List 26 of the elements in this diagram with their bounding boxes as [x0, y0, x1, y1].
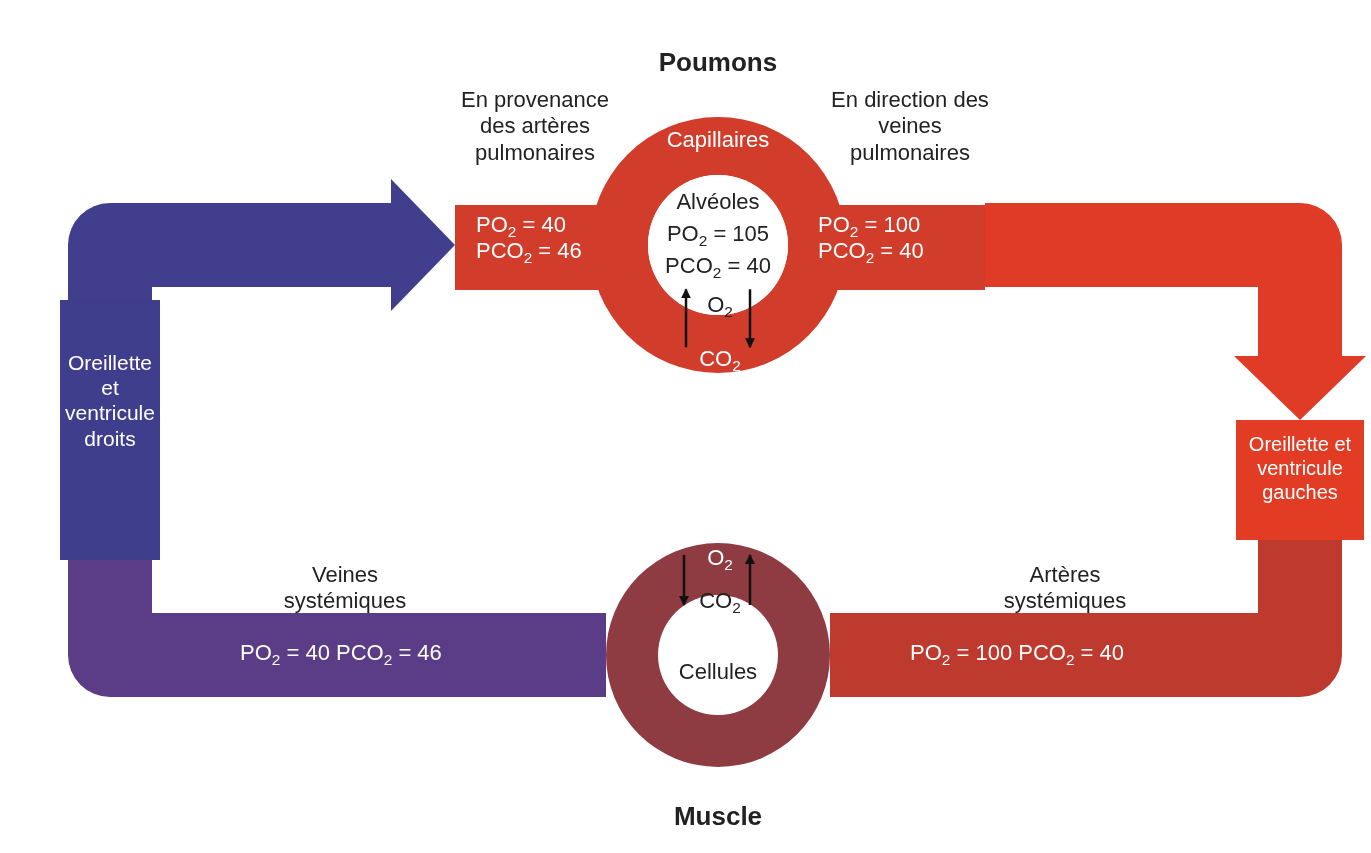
gas-label: CO$_{2}$ — [698, 588, 742, 615]
region-label: Alvéoles — [675, 189, 761, 216]
organ-title: Poumons — [657, 47, 779, 79]
gas-label: O$_{2}$ — [706, 545, 734, 572]
node-label: Oreillette et ventricule droits — [64, 350, 156, 451]
vessel-label: Veines systémiques — [282, 562, 408, 615]
heart-chamber-box — [1236, 420, 1364, 540]
gas-pressure-text: PO$_{2}$ = 105 — [665, 221, 771, 248]
node-label: Cellules — [677, 659, 759, 686]
vessel-label: En provenance des artères pulmonaires — [460, 87, 610, 167]
edge-label: PO$_{2}$ = 100 PCO$_{2}$ = 40 — [818, 212, 925, 265]
edge-label: PO$_{2}$ = 100 PCO$_{2}$ = 40 — [910, 640, 1126, 667]
node-label: Capillaires — [665, 127, 771, 154]
gas-pressure-text: PCO$_{2}$ = 40 — [664, 253, 772, 280]
gas-exchange-arrow — [681, 288, 691, 348]
blood-flow-arrow — [985, 203, 1366, 420]
heart-chamber-box — [60, 300, 160, 560]
organ-title: Muscle — [672, 801, 764, 833]
vessel-label: En direction des veines pulmonaires — [830, 87, 990, 167]
node-label: Oreillette et ventricule gauches — [1248, 432, 1352, 504]
blood-flow-arrow — [68, 179, 455, 311]
gas-label: CO$_{2}$ — [698, 346, 742, 373]
gas-exchange-arrow — [745, 289, 755, 349]
vessel-label: Artères systémiques — [1002, 562, 1128, 615]
edge-label: PO$_{2}$ = 40 PCO$_{2}$ = 46 — [240, 640, 443, 667]
edge-label: PO$_{2}$ = 40 PCO$_{2}$ = 46 — [476, 212, 583, 265]
